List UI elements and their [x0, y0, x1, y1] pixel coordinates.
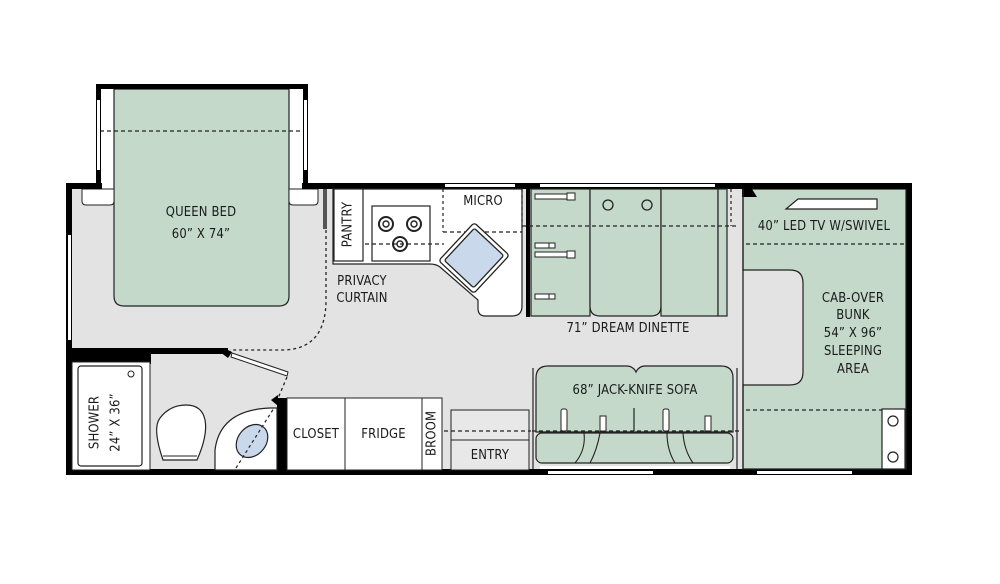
- dinette-wall: [526, 189, 530, 317]
- shower-label: SHOWER: [86, 395, 103, 450]
- bunk-label-1: CAB-OVER: [821, 290, 885, 306]
- fridge: [344, 397, 423, 471]
- dinette-edge: [717, 188, 728, 317]
- nightstand-left: [81, 188, 115, 206]
- fridge-label: FRIDGE: [361, 426, 406, 442]
- bunk-label-5: AREA: [837, 361, 869, 377]
- door-swing: [275, 376, 288, 404]
- cooktop: [371, 205, 431, 262]
- closet: [286, 397, 346, 471]
- pantry-label: PANTRY: [339, 201, 356, 248]
- window: [97, 100, 100, 170]
- micro-label: MICRO: [463, 193, 503, 209]
- cab-over-bunk: [742, 188, 907, 470]
- tv-label: 40” LED TV W/SWIVEL: [757, 218, 891, 234]
- queen-bed: [113, 88, 290, 307]
- window: [548, 471, 653, 474]
- privacy-curtain-label-2: CURTAIN: [336, 290, 388, 306]
- door-stop: [271, 395, 278, 406]
- bathroom-sink-icon: [235, 423, 269, 459]
- sofa-seat: [535, 432, 734, 464]
- dinette-bench-rear: [660, 188, 719, 317]
- privacy-curtain-label: PRIVACY: [337, 273, 387, 289]
- toilet-icon: [156, 404, 207, 461]
- pantry: [333, 188, 364, 262]
- bathroom-wall: [277, 398, 287, 472]
- kitchen-sink-icon: [439, 223, 509, 293]
- shower-drain-icon: [127, 370, 135, 378]
- shower-pan: [77, 365, 143, 467]
- window: [68, 235, 71, 340]
- nightstand-right: [288, 188, 319, 206]
- queen-bed-size: 60” X 74”: [171, 226, 231, 242]
- sofa-belt-lines: [574, 432, 694, 464]
- seatbelt-icon: [534, 192, 576, 300]
- window: [540, 184, 715, 187]
- tv-icon: [784, 198, 878, 210]
- closet-label: CLOSET: [292, 426, 340, 442]
- window: [304, 100, 307, 170]
- table-leg-icon: [641, 199, 653, 211]
- cab-seat-icon: [887, 451, 899, 463]
- entry-label: ENTRY: [470, 447, 510, 463]
- sofa-seatbelt-icon: [560, 408, 712, 432]
- bathroom-door-jamb: [220, 348, 232, 358]
- cab-wall: [740, 183, 912, 189]
- cab-seat-panel: [881, 408, 906, 470]
- cab-corner: [742, 189, 757, 197]
- bathroom-wall: [66, 348, 151, 364]
- bathroom-door: [230, 352, 289, 377]
- bunk-label-4: SLEEPING: [824, 343, 882, 359]
- broom-closet: [421, 397, 443, 471]
- window: [445, 184, 515, 187]
- cab-seat-icon: [887, 415, 899, 427]
- bunk-label-3: 54” X 96”: [823, 325, 883, 341]
- shower-size: 24” X 36”: [107, 393, 124, 452]
- sofa-label: 68” JACK-KNIFE SOFA: [572, 382, 698, 398]
- broom-label: BROOM: [423, 410, 440, 456]
- window: [757, 471, 852, 474]
- privacy-curtain-path: [230, 230, 327, 351]
- bunk-label-2: BUNK: [836, 307, 870, 323]
- table-leg-icon: [602, 199, 614, 211]
- queen-bed-label: QUEEN BED: [165, 204, 237, 220]
- sofa-base: [540, 466, 730, 469]
- dinette-label: 71” DREAM DINETTE: [566, 320, 690, 336]
- sofa-back: [535, 365, 734, 433]
- privacy-curtain-track: [323, 189, 327, 229]
